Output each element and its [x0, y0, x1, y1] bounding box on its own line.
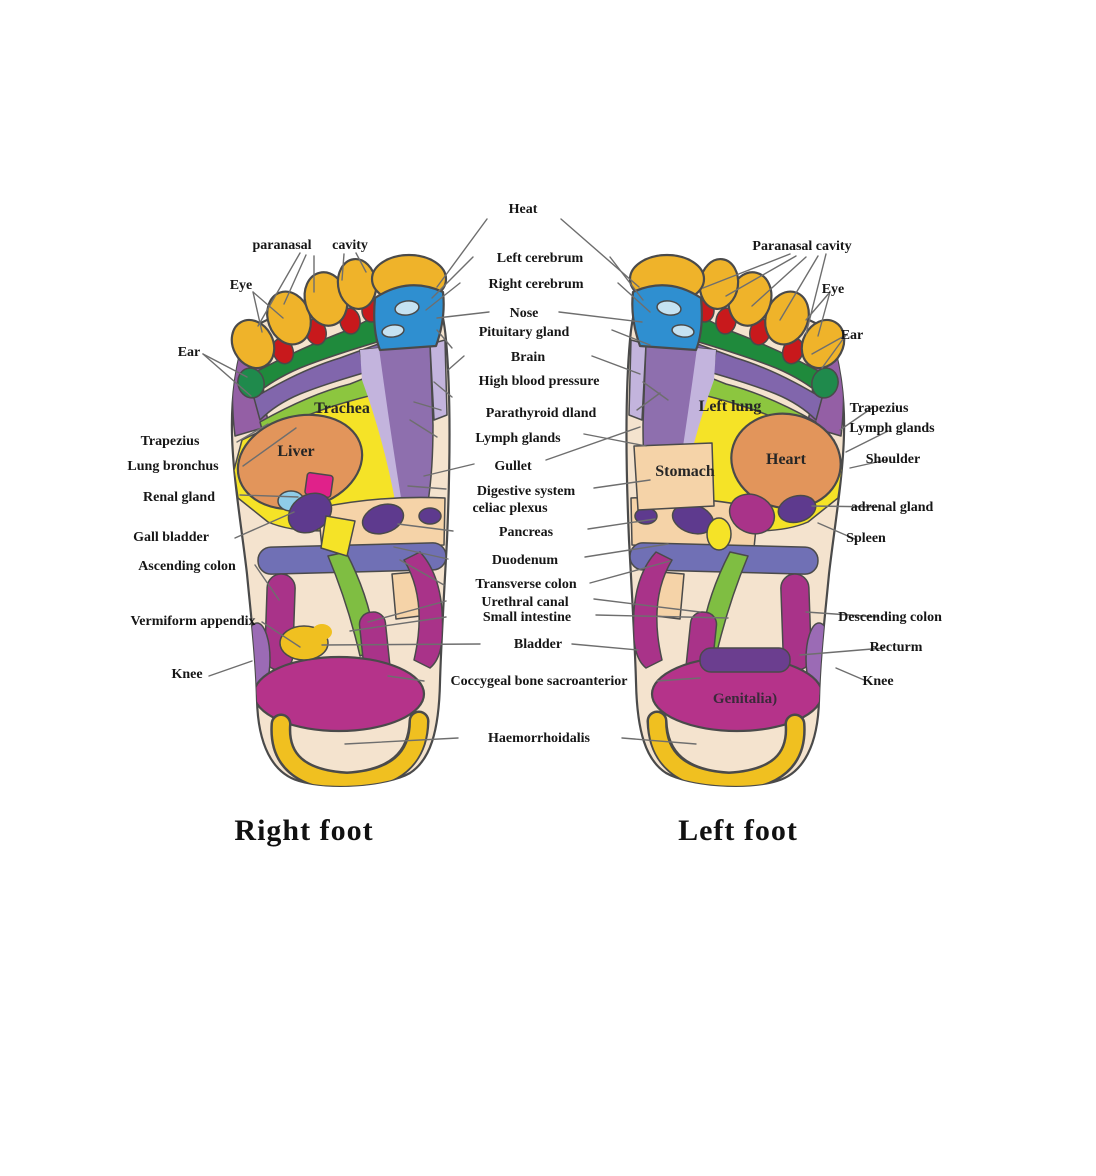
label-trapezius-right: Trapezius: [850, 401, 909, 416]
label-coccygeal-bone: Coccygeal bone sacroanterior: [450, 674, 627, 689]
label-lymph-glands-center: Lymph glands: [475, 431, 561, 446]
label-celiac-plexus: celiac plexus: [472, 501, 548, 516]
label-shoulder: Shoulder: [866, 452, 920, 467]
label-stomach: Stomach: [655, 463, 715, 480]
label-lung-bronchus: Lung bronchus: [127, 459, 219, 474]
label-ear-left: Ear: [178, 345, 201, 360]
label-transverse-colon: Transverse colon: [475, 577, 576, 592]
label-parathyroid-gland: Parathyroid dland: [486, 406, 597, 421]
left-foot-title: Left foot: [678, 814, 798, 847]
label-paranasal-left: paranasal: [252, 238, 311, 253]
label-lymph-glands-right: Lymph glands: [849, 421, 935, 436]
label-urethral-canal: Urethral canal: [481, 595, 568, 610]
label-high-blood-pressure: High blood pressure: [479, 374, 600, 389]
left-foot: Left lung Stomach Heart Genitalia): [627, 255, 853, 786]
label-gall-bladder: Gall bladder: [133, 530, 209, 545]
yellow-patch: [706, 517, 732, 551]
label-brain: Brain: [511, 350, 545, 365]
rectum-bar: [699, 647, 791, 673]
adrenal-zone: [777, 494, 817, 524]
label-genitalia: Genitalia): [713, 691, 777, 707]
bladder-zone-bump: [312, 624, 332, 640]
label-haemorrhoidalis: Haemorrhoidalis: [488, 731, 590, 746]
label-knee-right: Knee: [862, 674, 893, 689]
label-heart: Heart: [766, 451, 807, 468]
label-renal-gland: Renal gland: [143, 490, 215, 505]
label-heat: Heat: [509, 202, 538, 217]
adrenal-dark-zone: [287, 492, 333, 534]
label-ear-right: Ear: [841, 328, 864, 343]
label-left-lung: Left lung: [699, 398, 762, 415]
label-knee-left: Knee: [171, 667, 202, 682]
stomach-zone: [633, 442, 715, 511]
label-trapezius-left: Trapezius: [141, 434, 200, 449]
label-paranasal-cavity-right: Paranasal cavity: [752, 239, 851, 254]
label-cavity-left: cavity: [332, 238, 368, 253]
label-small-intestine: Small intestine: [483, 610, 571, 625]
heart-zone: [730, 412, 842, 510]
label-eye-left: Eye: [230, 278, 253, 293]
pancreas-yellow-zone: [320, 515, 356, 557]
label-gullet: Gullet: [494, 459, 532, 474]
label-liver: Liver: [277, 443, 314, 460]
label-ascending-colon: Ascending colon: [138, 559, 236, 574]
label-spleen: Spleen: [846, 531, 886, 546]
label-left-cerebrum: Left cerebrum: [497, 251, 584, 266]
label-pituitary-gland: Pituitary gland: [479, 325, 570, 340]
labels: Heat Left cerebrum Right cerebrum Nose P…: [127, 202, 942, 746]
label-trachea: Trachea: [314, 400, 370, 417]
label-digestive-system: Digestive system: [477, 484, 576, 499]
spleen-zone: [728, 493, 776, 535]
label-bladder: Bladder: [514, 637, 562, 652]
label-vermiform-appendix: Vermiform appendix: [130, 614, 255, 629]
right-foot-title: Right foot: [234, 814, 373, 847]
label-rectum: Recturm: [870, 640, 923, 655]
label-duodenum: Duodenum: [492, 553, 558, 568]
label-adrenal-gland: adrenal gland: [851, 500, 934, 515]
leader-lines: [202, 218, 889, 745]
label-pancreas: Pancreas: [499, 525, 554, 540]
label-eye-right: Eye: [822, 282, 845, 297]
label-right-cerebrum: Right cerebrum: [489, 277, 584, 292]
right-foot: Trachea Liver: [224, 255, 450, 786]
label-descending-colon: Descending colon: [838, 610, 942, 625]
label-nose: Nose: [510, 306, 539, 321]
